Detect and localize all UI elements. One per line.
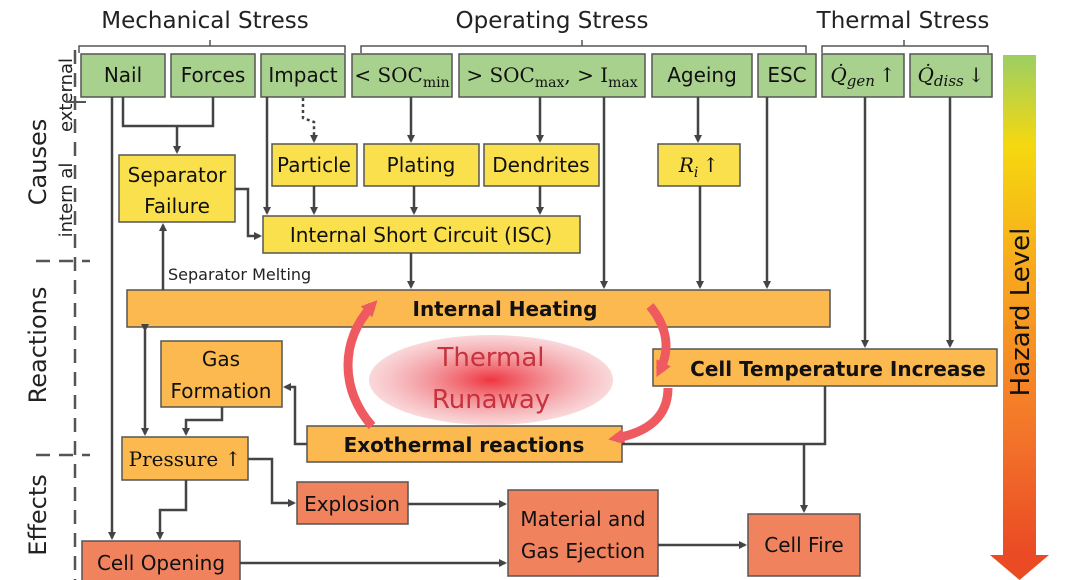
cause-soc-min: < SOCmin	[351, 53, 453, 98]
phase-external: external	[56, 58, 77, 132]
isc-label: Internal Short Circuit (ISC)	[290, 223, 552, 247]
reaction-internal-heating: Internal Heating	[126, 289, 831, 328]
cause-forces-label: Forces	[181, 63, 246, 87]
hazard-level-arrowhead	[990, 555, 1049, 580]
gas-formation-line1: Gas	[202, 347, 240, 371]
internal-heating-label: Internal Heating	[413, 297, 598, 321]
hazard-level-scale: Hazard Level	[990, 55, 1049, 580]
cause-nail: Nail	[80, 53, 166, 98]
cause-particle: Particle	[271, 143, 358, 187]
exothermal-reactions-label: Exothermal reactions	[344, 433, 585, 457]
cause-esc: ESC	[757, 53, 817, 98]
cause-soc-min-label: < SOCmin	[354, 63, 449, 91]
cause-dendrites: Dendrites	[483, 143, 600, 187]
operating-stress-heading: Operating Stress	[456, 8, 649, 34]
mechanical-brace	[78, 40, 346, 53]
edge-nail-forces-join	[121, 97, 215, 128]
cause-plating: Plating	[363, 143, 480, 187]
thermal-brace	[821, 40, 989, 53]
cause-ri: Ri↑	[657, 143, 741, 187]
cycle-arrow-heating-to-temperature	[646, 303, 671, 378]
cause-impact-label: Impact	[268, 63, 337, 87]
material-gas-ejection-line2: Gas Ejection	[521, 539, 645, 563]
cause-forces: Forces	[170, 53, 256, 98]
phase-effects: Effects	[24, 474, 52, 556]
separator-melting-label: Separator Melting	[168, 265, 311, 284]
cause-ageing-label: Ageing	[667, 63, 737, 87]
cell-fire-label: Cell Fire	[764, 533, 843, 557]
dendrites-label: Dendrites	[492, 153, 589, 177]
thermal-runaway-line2: Runaway	[432, 385, 550, 415]
thermal-runaway-line1: Thermal	[436, 343, 544, 373]
edge-pressure-explosion	[248, 457, 296, 507]
edge-gas-pressure	[182, 407, 224, 436]
cause-isc: Internal Short Circuit (ISC)	[262, 215, 581, 254]
plating-label: Plating	[387, 153, 456, 177]
mechanical-stress-heading: Mechanical Stress	[101, 8, 308, 34]
cell-opening-label: Cell Opening	[97, 551, 225, 575]
phase-reactions: Reactions	[24, 287, 52, 404]
edge-temperature-exothermal	[622, 386, 827, 446]
edge-exothermal-gas	[283, 383, 307, 446]
particle-label: Particle	[277, 153, 351, 177]
cycle-arrow-exothermal-to-heating	[343, 300, 378, 429]
operating-brace	[360, 40, 807, 53]
reaction-gas-formation: Gas Formation	[160, 340, 283, 408]
material-gas-ejection-line1: Material and	[520, 507, 645, 531]
phase-causes: Causes	[24, 119, 52, 205]
reaction-pressure: Pressure ↑	[121, 436, 249, 481]
separator-failure-line1: Separator	[128, 163, 228, 187]
cause-q-gen: Q̇gen↑	[821, 53, 905, 98]
pressure-label: Pressure ↑	[129, 447, 242, 471]
cause-soc-max-label: > SOCmax, > Imax	[466, 63, 637, 91]
explosion-label: Explosion	[304, 492, 400, 516]
effect-material-gas-ejection: Material and Gas Ejection	[507, 489, 659, 577]
reaction-exothermal: Exothermal reactions	[306, 425, 623, 463]
cell-temperature-increase-label: Cell Temperature Increase	[690, 357, 986, 381]
cause-soc-max-i-max: > SOCmax, > Imax	[458, 53, 646, 98]
hazard-level-label: Hazard Level	[1006, 228, 1036, 397]
hazard-level-bar	[1003, 55, 1036, 555]
cause-esc-label: ESC	[767, 63, 806, 87]
cycle-arrow-temperature-to-exothermal	[608, 387, 673, 445]
cause-separator-failure: Separator Failure	[118, 154, 236, 223]
phase-internal: intern al	[56, 163, 77, 238]
edge-separator-failure-isc	[235, 187, 262, 240]
gas-formation-line2: Formation	[171, 379, 272, 403]
thermal-runaway-glow	[369, 335, 613, 425]
edge-pressure-cell-opening	[156, 480, 188, 540]
cause-q-diss-label: Q̇diss↓	[918, 63, 985, 90]
cause-q-diss: Q̇diss↓	[909, 53, 993, 98]
thermal-stress-heading: Thermal Stress	[816, 8, 990, 34]
effect-explosion: Explosion	[296, 481, 409, 525]
connectors	[108, 97, 954, 567]
effect-cell-fire: Cell Fire	[747, 513, 861, 577]
cause-ageing: Ageing	[651, 53, 753, 98]
ri-label: Ri↑	[678, 153, 719, 181]
edge-impact-particle	[301, 98, 318, 143]
reaction-cell-temperature-increase: Cell Temperature Increase	[652, 348, 998, 387]
separator-failure-line2: Failure	[144, 194, 210, 218]
cause-nail-label: Nail	[104, 63, 142, 87]
cause-q-gen-label: Q̇gen↑	[830, 63, 895, 90]
effect-cell-opening: Cell Opening	[81, 540, 241, 580]
cause-impact: Impact	[260, 53, 346, 98]
